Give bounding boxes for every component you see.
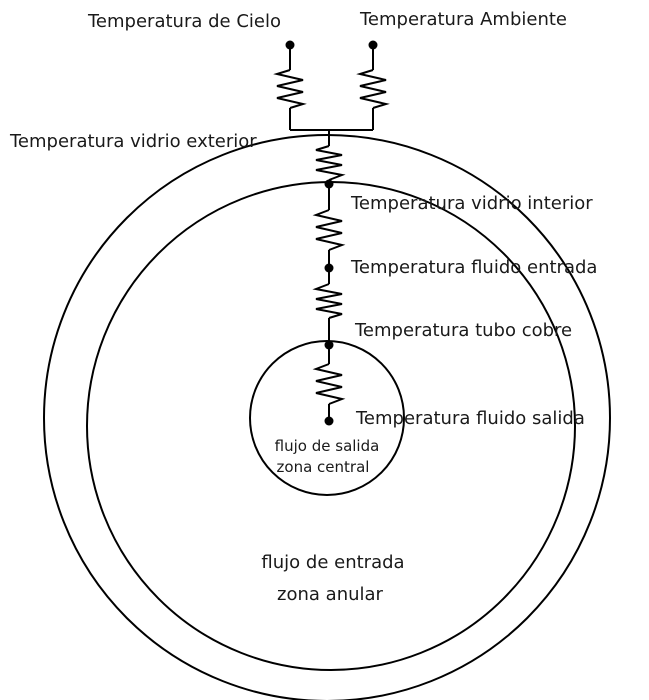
resistor-tube [312, 283, 343, 319]
fluid-in-node [324, 263, 334, 273]
label-glass-outer: Temperatura vidrio exterior [9, 131, 257, 152]
central-zone-line2: zona central [277, 458, 370, 476]
copper-tube-node [324, 340, 334, 350]
central-zone-line1: flujo de salida [275, 437, 380, 455]
label-glass-inner: Temperatura vidrio interior [350, 193, 593, 214]
label-sky: Temperatura de Cielo [87, 11, 281, 32]
annular-zone-line2: zona anular [277, 584, 383, 605]
resistor-glass [315, 145, 346, 181]
sky-resistor [273, 69, 307, 109]
annular-zone-line1: flujo de entrada [261, 552, 404, 573]
ambient-node [368, 40, 378, 50]
label-ambient: Temperatura Ambiente [359, 9, 567, 30]
label-fluid-out: Temperatura fluido salida [355, 408, 585, 429]
ambient-resistor [356, 69, 390, 109]
glass-inner-node [324, 179, 334, 189]
resistor-core [312, 363, 346, 405]
label-copper-tube: Temperatura tubo cobre [354, 320, 572, 341]
resistor-annulus [312, 209, 346, 251]
fluid-out-node [324, 416, 334, 426]
sky-node [285, 40, 295, 50]
outer-glass-ring [43, 134, 611, 700]
label-fluid-in: Temperatura fluido entrada [350, 257, 597, 278]
